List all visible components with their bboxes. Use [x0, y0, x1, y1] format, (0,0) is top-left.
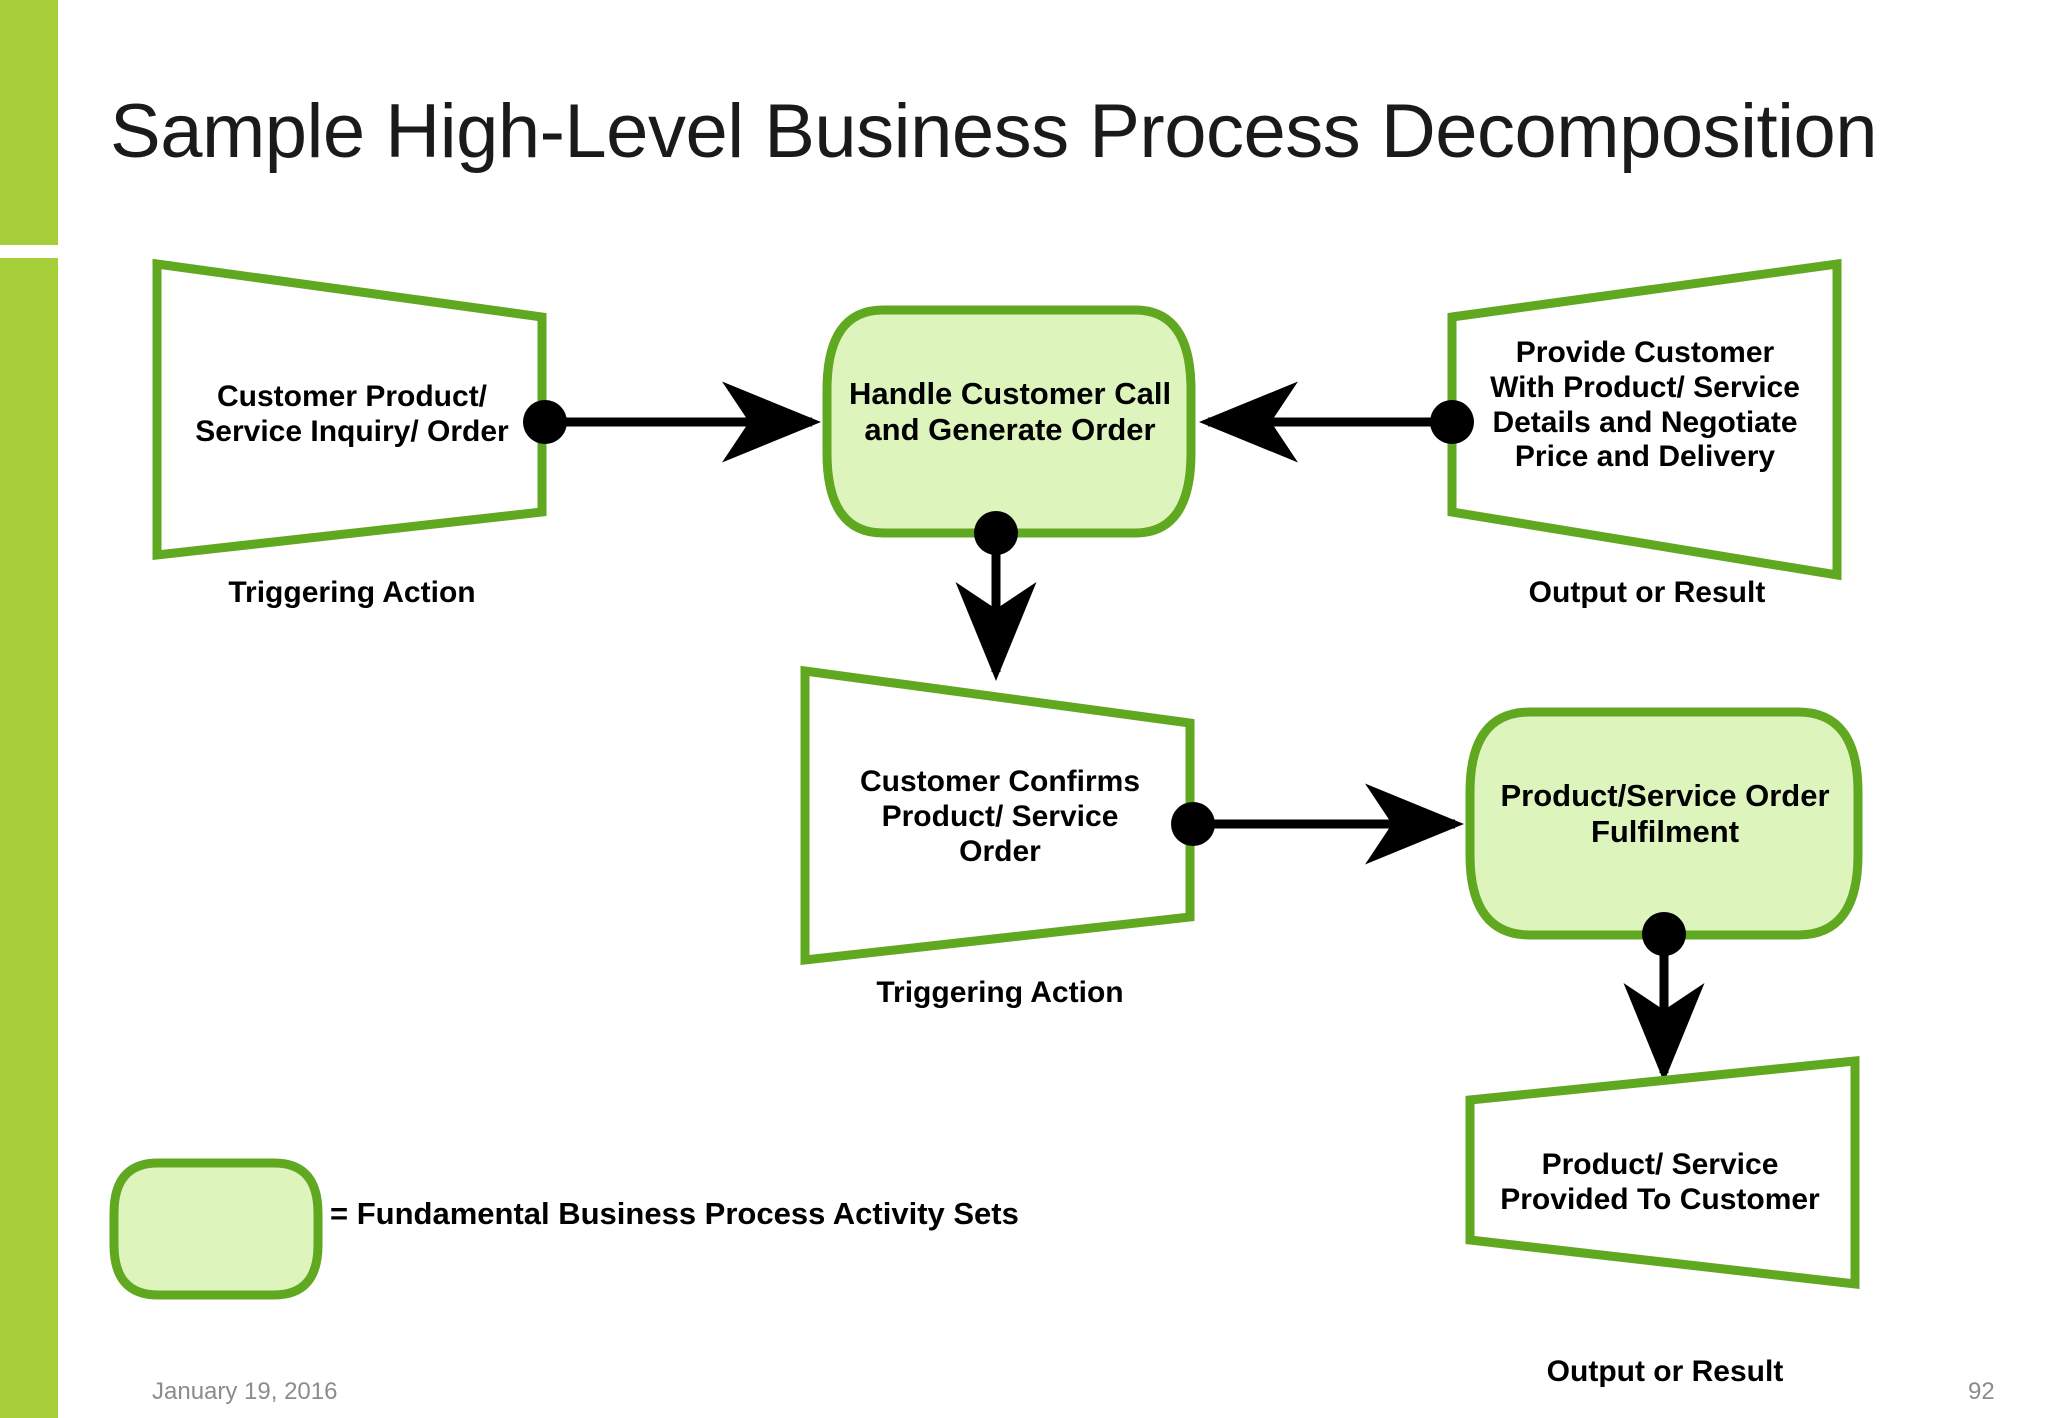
- legend-swatch: [109, 1158, 323, 1300]
- shape-provide-customer[interactable]: [1447, 258, 1842, 581]
- footer-date: January 19, 2016: [152, 1378, 338, 1405]
- connector-dot-confirms: [1171, 802, 1215, 846]
- page-title: Sample High-Level Business Process Decom…: [110, 89, 1878, 174]
- shape-customer-inquiry[interactable]: [152, 258, 547, 561]
- shape-handle-call[interactable]: [822, 305, 1196, 538]
- connector-dot-inquiry: [523, 400, 567, 444]
- legend-label: = Fundamental Business Process Activity …: [330, 1196, 1019, 1231]
- caption-output-or-result-1: Output or Result: [1528, 576, 1766, 609]
- caption-triggering-action-1: Triggering Action: [228, 576, 476, 609]
- connector-dot-fulfilment-bottom: [1642, 912, 1686, 956]
- accent-bar-bottom: [0, 258, 58, 1418]
- shape-product-provided[interactable]: [1465, 1056, 1860, 1290]
- shape-customer-confirms[interactable]: [800, 665, 1195, 966]
- accent-bar-top: [0, 0, 58, 245]
- caption-triggering-action-2: Triggering Action: [876, 976, 1124, 1009]
- footer-page-number: 92: [1968, 1378, 1995, 1405]
- shape-order-fulfilment[interactable]: [1465, 707, 1863, 940]
- caption-output-or-result-2: Output or Result: [1546, 1355, 1784, 1388]
- connector-dot-handle-bottom: [974, 511, 1018, 555]
- connector-dot-provide: [1430, 400, 1474, 444]
